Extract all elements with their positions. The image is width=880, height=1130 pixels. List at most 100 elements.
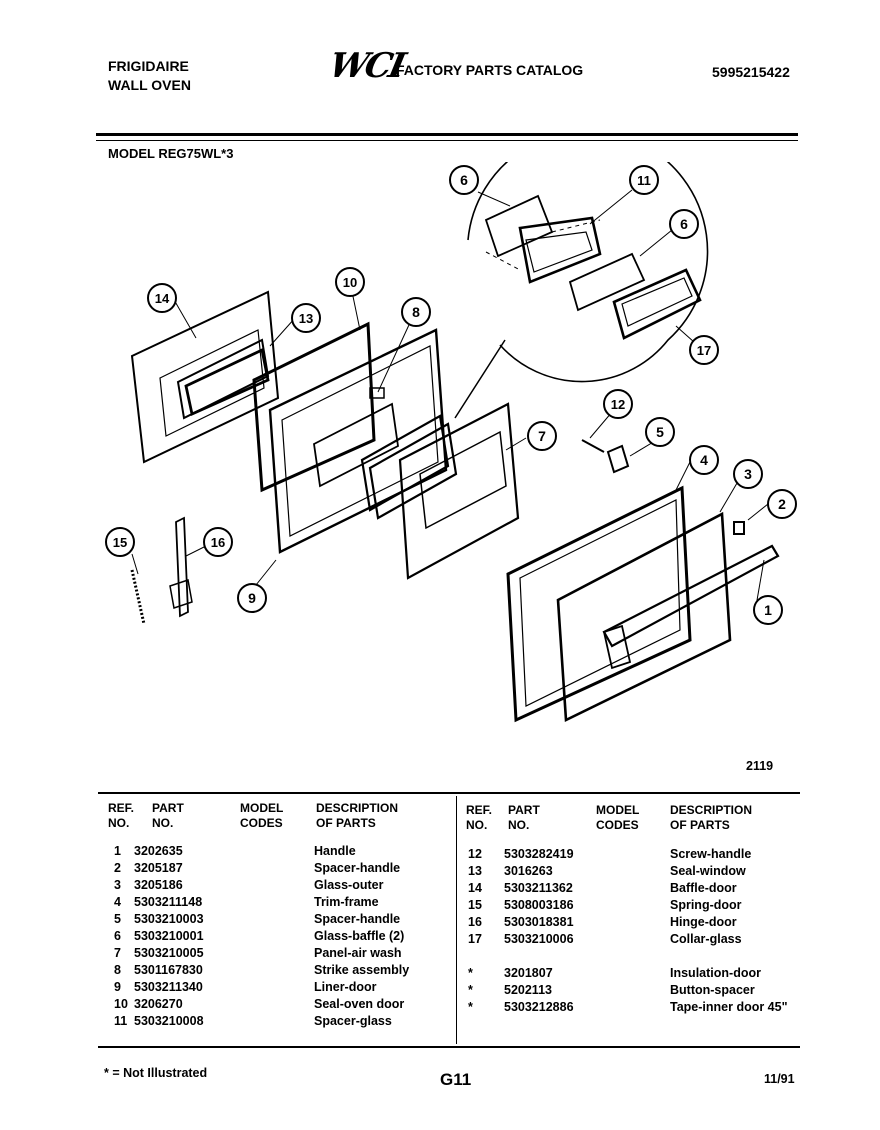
liner-door <box>268 328 448 554</box>
part-no: 3016263 <box>504 864 553 878</box>
magnifier-circle <box>467 162 709 383</box>
part-no: 5308003186 <box>504 898 574 912</box>
callout-13: 13 <box>291 303 321 333</box>
callout-14: 14 <box>147 283 177 313</box>
part-description: Panel-air wash <box>314 946 402 960</box>
ref-no: 2 <box>114 861 121 875</box>
not-illustrated-legend: * = Not Illustrated <box>104 1066 208 1080</box>
part-description: Handle <box>314 844 356 858</box>
seal-window <box>184 347 270 416</box>
collar-glass-inset <box>612 268 702 340</box>
brand-name: FRIGIDAIRE <box>108 58 189 74</box>
part-no: 5303212886 <box>504 1000 574 1014</box>
header-ref-right: REF.NO. <box>466 803 493 832</box>
ref-no: 3 <box>114 878 121 892</box>
spacer-glass-inset <box>518 216 602 284</box>
panel-air-wash <box>398 402 520 580</box>
part-description: Screw-handle <box>670 847 752 861</box>
part-no: 3205186 <box>134 878 183 892</box>
svg-text:15: 15 <box>113 535 127 550</box>
ref-no: 1 <box>114 844 121 858</box>
callout-2: 2 <box>767 489 797 519</box>
part-description: Hinge-door <box>670 915 737 929</box>
screw-handle <box>581 439 605 453</box>
part-description: Seal-oven door <box>314 997 405 1011</box>
callout-6b: 6 <box>669 209 699 239</box>
part-no: 3205187 <box>134 861 183 875</box>
svg-text:10: 10 <box>343 275 357 290</box>
ref-no: 4 <box>114 895 121 909</box>
part-description: Spacer-handle <box>314 912 401 926</box>
ref-no: 6 <box>114 929 121 943</box>
spacer-handle <box>733 521 745 535</box>
callouts: 1 2 3 4 5 6 6 7 8 9 10 11 12 13 14 15 16… <box>105 165 797 625</box>
svg-text:3: 3 <box>744 466 752 482</box>
callout-3: 3 <box>733 459 763 489</box>
svg-text:6: 6 <box>460 172 468 188</box>
ref-no: 12 <box>468 847 482 861</box>
part-no: 5301167830 <box>134 963 203 977</box>
catalog-date: 11/91 <box>764 1072 795 1086</box>
svg-text:5: 5 <box>656 424 664 440</box>
svg-text:1: 1 <box>764 602 772 618</box>
ref-no: * <box>468 983 473 997</box>
part-no: 5303018381 <box>504 915 574 929</box>
svg-text:6: 6 <box>680 216 688 232</box>
part-no: 3201807 <box>504 966 553 980</box>
part-description: Trim-frame <box>314 895 379 909</box>
svg-text:12: 12 <box>611 397 625 412</box>
part-description: Collar-glass <box>670 932 742 946</box>
glass-baffle-inset-b <box>568 252 646 312</box>
handle <box>602 544 780 648</box>
ref-no: 15 <box>468 898 482 912</box>
svg-text:17: 17 <box>697 343 711 358</box>
product-name: WALL OVEN <box>108 77 191 93</box>
callout-9: 9 <box>237 583 267 613</box>
part-description: Seal-window <box>670 864 746 878</box>
part-description: Spacer-handle <box>314 861 401 875</box>
part-description: Baffle-door <box>670 881 737 895</box>
callout-11: 11 <box>629 165 659 195</box>
header-rule-bottom <box>96 140 798 141</box>
callout-17: 17 <box>689 335 719 365</box>
callout-12: 12 <box>603 389 633 419</box>
header-ref-left: REF.NO. <box>108 801 135 830</box>
part-no: 5303210006 <box>504 932 574 946</box>
svg-text:4: 4 <box>700 452 708 468</box>
part-no: 5303210003 <box>134 912 204 926</box>
callout-8: 8 <box>401 297 431 327</box>
svg-text:7: 7 <box>538 428 546 444</box>
ref-no: * <box>468 966 473 980</box>
svg-text:16: 16 <box>211 535 225 550</box>
glass-outer <box>556 511 732 723</box>
ref-no: 13 <box>468 864 482 878</box>
svg-text:9: 9 <box>248 590 256 606</box>
svg-text:11: 11 <box>637 173 651 188</box>
part-description: Spring-door <box>670 898 742 912</box>
part-description: Strike assembly <box>314 963 410 977</box>
svg-text:13: 13 <box>299 311 313 326</box>
svg-text:8: 8 <box>412 304 420 320</box>
callout-16: 16 <box>203 527 233 557</box>
table-rule-top <box>98 792 800 794</box>
part-description: Glass-outer <box>314 878 384 892</box>
trim-frame <box>506 485 692 723</box>
svg-text:2: 2 <box>778 496 786 512</box>
wci-logo: WCI <box>325 46 407 86</box>
ref-no: 14 <box>468 881 482 895</box>
callout-4: 4 <box>689 445 719 475</box>
catalog-title: FACTORY PARTS CATALOG <box>396 62 584 78</box>
ref-no: 10 <box>114 997 128 1011</box>
part-no: 5303210001 <box>134 929 204 943</box>
exploded-diagram: 1 2 3 4 5 6 6 7 8 9 10 11 12 13 14 15 16… <box>105 162 797 723</box>
svg-text:14: 14 <box>155 291 170 306</box>
header-rule-top <box>96 133 798 136</box>
spacer-handle-5 <box>606 444 630 474</box>
ref-no: * <box>468 1000 473 1014</box>
part-no: 5303210005 <box>134 946 204 960</box>
callout-1: 1 <box>753 595 783 625</box>
